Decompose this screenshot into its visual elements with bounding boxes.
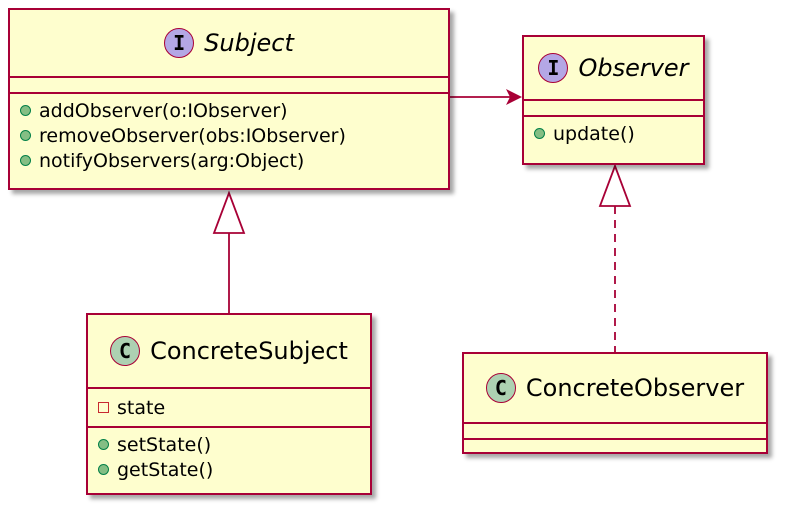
- observer-name: Observer: [578, 54, 689, 82]
- concrete-subject-class[interactable]: C ConcreteSubject state setState() getSt…: [86, 313, 372, 495]
- private-icon: [98, 402, 109, 413]
- subject-header: I Subject: [10, 10, 448, 76]
- observer-methods-section: update(): [524, 115, 703, 150]
- subject-fields-section: [10, 76, 448, 92]
- public-icon: [98, 464, 109, 475]
- class-badge-icon: C: [110, 336, 141, 366]
- public-icon: [20, 155, 31, 166]
- subject-methods-section: addObserver(o:IObserver) removeObserver(…: [10, 92, 448, 177]
- concrete-observer-fields-section: [464, 422, 766, 438]
- method-row: setState(): [98, 432, 360, 457]
- concrete-observer-name: ConcreteObserver: [525, 374, 745, 402]
- method-label: getState(): [117, 458, 214, 481]
- method-label: notifyObservers(arg:Object): [39, 149, 305, 172]
- concrete-subject-fields-section: state: [88, 387, 370, 426]
- concrete-subject-header: C ConcreteSubject: [88, 315, 370, 387]
- method-row: removeObserver(obs:IObserver): [20, 123, 438, 148]
- field-label: state: [117, 396, 166, 419]
- observer-interface[interactable]: I Observer update(): [522, 35, 705, 165]
- method-label: update(): [553, 122, 635, 145]
- method-label: setState(): [117, 433, 212, 456]
- realization-arrowhead: [598, 163, 632, 207]
- method-label: addObserver(o:IObserver): [39, 99, 288, 122]
- association-arrowhead: [506, 89, 522, 105]
- field-row: state: [98, 395, 360, 420]
- method-row: getState(): [98, 457, 360, 482]
- generalization-arrowhead: [212, 190, 246, 234]
- concrete-observer-methods-section: [464, 438, 766, 454]
- interface-badge-icon: I: [164, 28, 195, 58]
- concrete-subject-name: ConcreteSubject: [150, 337, 348, 365]
- method-row: addObserver(o:IObserver): [20, 98, 438, 123]
- concrete-subject-methods-section: setState() getState(): [88, 426, 370, 486]
- observer-header: I Observer: [524, 37, 703, 99]
- public-icon: [534, 128, 545, 139]
- public-icon: [20, 130, 31, 141]
- method-row: update(): [534, 121, 693, 146]
- concrete-observer-class[interactable]: C ConcreteObserver: [462, 352, 768, 454]
- public-icon: [20, 105, 31, 116]
- method-label: removeObserver(obs:IObserver): [39, 124, 346, 147]
- interface-badge-icon: I: [538, 53, 569, 83]
- method-row: notifyObservers(arg:Object): [20, 148, 438, 173]
- subject-name: Subject: [204, 29, 294, 57]
- concrete-observer-header: C ConcreteObserver: [464, 354, 766, 422]
- public-icon: [98, 439, 109, 450]
- observer-fields-section: [524, 99, 703, 115]
- subject-interface[interactable]: I Subject addObserver(o:IObserver) remov…: [8, 8, 450, 190]
- class-badge-icon: C: [485, 373, 516, 403]
